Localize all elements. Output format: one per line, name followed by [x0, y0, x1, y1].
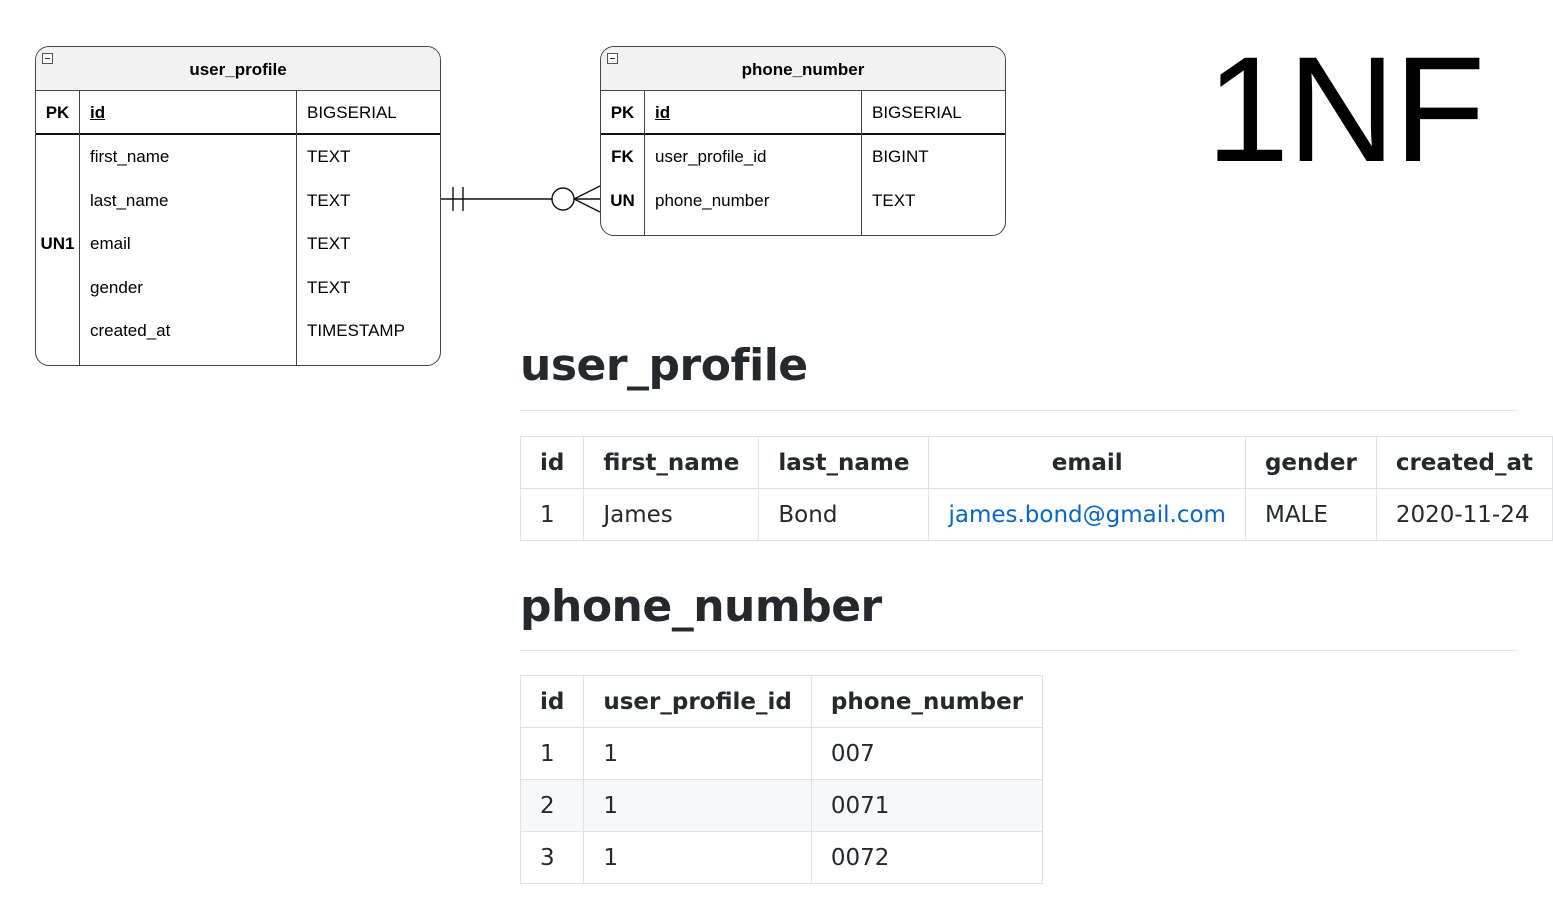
table-cell: Bond	[758, 488, 930, 541]
table-cell: MALE	[1244, 488, 1377, 541]
heading-rule	[520, 650, 1518, 651]
phone-number-table: id user_profile_id phone_number 1 1 007 …	[519, 675, 1044, 884]
entity-row: created_at TIMESTAMP	[36, 309, 440, 353]
collapse-icon[interactable]	[42, 53, 53, 64]
table-cell: 1	[519, 727, 585, 780]
table-cell: 1	[519, 488, 585, 541]
column-type: BIGSERIAL	[872, 103, 962, 122]
entity-title: phone_number	[741, 60, 865, 79]
table-row: 2 1 0071	[519, 779, 1044, 832]
table-cell: 1	[583, 831, 812, 884]
column-header: email	[928, 436, 1246, 489]
column-header: phone_number	[810, 675, 1044, 728]
table-cell: 1	[583, 779, 812, 832]
column-header: user_profile_id	[583, 675, 812, 728]
column-name: phone_number	[655, 190, 770, 210]
key-label: FK	[611, 147, 634, 166]
email-link[interactable]: james.bond@gmail.com	[948, 501, 1226, 528]
table-cell: 2020-11-24	[1375, 488, 1553, 541]
key-label: UN1	[40, 234, 75, 254]
entity-title: user_profile	[189, 60, 287, 79]
entity-phone-number: phone_number PK id BIGSERIAL FK user_pro…	[600, 46, 1006, 236]
column-type: TEXT	[307, 277, 351, 297]
entity-row-pk: PK id BIGSERIAL	[601, 91, 1005, 135]
entity-row: UN phone_number TEXT	[601, 179, 1005, 223]
column-name: email	[90, 234, 131, 254]
zero-circle-icon	[551, 187, 575, 211]
key-label: PK	[45, 103, 70, 122]
column-name: last_name	[90, 190, 169, 210]
column-type: TEXT	[307, 234, 351, 254]
entity-row: FK user_profile_id BIGINT	[601, 135, 1005, 179]
crows-foot-icon	[573, 185, 601, 200]
key-label: UN	[610, 190, 635, 210]
key-label: PK	[610, 103, 635, 122]
user-profile-table: id first_name last_name email gender cre…	[519, 436, 1553, 541]
column-name: id	[90, 103, 106, 122]
column-name: created_at	[90, 321, 171, 341]
column-header: last_name	[758, 436, 930, 489]
column-type: BIGSERIAL	[307, 103, 397, 122]
column-divider	[79, 91, 81, 365]
entity-row-pk: PK id BIGSERIAL	[36, 91, 440, 135]
table-cell: 2	[519, 779, 585, 832]
column-divider	[644, 91, 646, 235]
entity-user-profile: user_profile PK id BIGSERIAL first_name …	[35, 46, 441, 366]
entity-header: phone_number	[601, 47, 1005, 91]
entity-row: last_name TEXT	[36, 179, 440, 223]
table-header-row: id user_profile_id phone_number	[519, 675, 1044, 728]
column-type: TEXT	[872, 190, 916, 210]
entity-row: gender TEXT	[36, 266, 440, 310]
column-type: TEXT	[307, 190, 351, 210]
column-divider	[861, 91, 863, 235]
table-cell: 1	[583, 727, 812, 780]
column-type: TIMESTAMP	[307, 321, 405, 341]
column-header: created_at	[1375, 436, 1553, 489]
table-cell: James	[583, 488, 760, 541]
collapse-icon[interactable]	[607, 53, 618, 64]
table-row: 1 James Bond james.bond@gmail.com MALE 2…	[519, 488, 1553, 541]
column-name: gender	[90, 277, 143, 297]
table-cell: 0071	[810, 779, 1044, 832]
table-row: 3 1 0072	[519, 831, 1044, 884]
table-cell: 3	[519, 831, 585, 884]
column-name: first_name	[90, 147, 170, 166]
crows-foot-icon	[573, 198, 601, 213]
table-row: 1 1 007	[519, 727, 1044, 780]
table-heading-phone-number: phone_number	[520, 581, 882, 632]
column-divider	[296, 91, 298, 365]
column-header: first_name	[583, 436, 760, 489]
table-cell: james.bond@gmail.com	[928, 488, 1246, 541]
entity-row: UN1 email TEXT	[36, 222, 440, 266]
table-heading-user-profile: user_profile	[520, 340, 808, 391]
table-cell: 007	[810, 727, 1044, 780]
column-name: id	[655, 103, 671, 122]
normal-form-label: 1NF	[1206, 25, 1485, 193]
column-header: id	[519, 436, 585, 489]
column-header: id	[519, 675, 585, 728]
table-cell: 0072	[810, 831, 1044, 884]
entity-header: user_profile	[36, 47, 440, 91]
entity-row: first_name TEXT	[36, 135, 440, 179]
column-header: gender	[1244, 436, 1377, 489]
column-type: TEXT	[307, 147, 351, 166]
table-header-row: id first_name last_name email gender cre…	[519, 436, 1553, 489]
column-name: user_profile_id	[655, 147, 767, 166]
column-type: BIGINT	[872, 147, 929, 166]
heading-rule	[520, 410, 1518, 411]
